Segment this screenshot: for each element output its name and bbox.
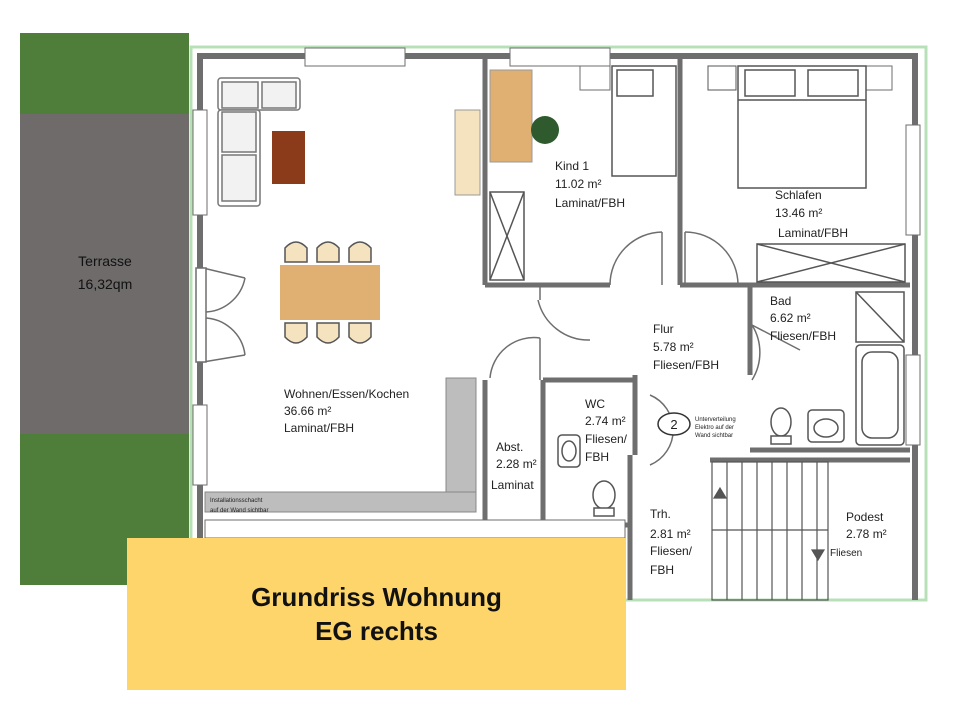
terrace-doors [195,267,246,363]
bathtub [855,344,905,446]
stair-floor-1: Fliesen/ [650,544,693,558]
stair-name: Trh. [650,507,671,521]
stair-area: 2.81 m² [650,527,691,541]
bedroom-floor: Laminat/FBH [778,226,848,240]
bath-sink [807,409,845,443]
child-floor: Laminat/FBH [555,196,625,210]
wc-floor-2: FBH [585,450,609,464]
terrace-area [20,114,189,434]
storage-name: Abst. [496,440,523,454]
sofa [217,77,301,207]
distribution-note-3: Wand sichtbar [695,433,733,439]
kitchen-counter [204,519,626,539]
staircase [711,461,829,601]
interior-walls [482,56,910,600]
hall-floor: Fliesen/FBH [653,358,719,372]
windows [192,47,921,486]
wc-sink [557,434,581,468]
child-area: 11.02 m² [555,177,601,191]
landing-name: Podest [846,510,884,524]
installation-note-1: Installationsschacht [210,498,263,504]
shower [855,291,905,343]
living-area: 36.66 m² [284,404,331,418]
label-landing: Podest 2.78 m² Fliesen [830,510,887,559]
shaft-horizontal [204,491,477,513]
label-hall: Flur 5.78 m² Fliesen/FBH [653,322,719,372]
title-line-2: EG rechts [315,616,438,646]
child-name: Kind 1 [555,159,589,173]
shelf [454,109,481,196]
living-floor: Laminat/FBH [284,421,354,435]
marker-number: 2 [670,417,677,432]
label-stair: Trh. 2.81 m² Fliesen/ FBH [650,507,693,577]
label-bath: Bad 6.62 m² Fliesen/FBH [770,294,836,343]
coffee-table [272,131,305,184]
bedroom-area: 13.46 m² [775,206,822,220]
hall-name: Flur [653,322,674,336]
title-box: Grundriss Wohnung EG rechts [127,538,626,690]
distribution-note-1: Unterverteilung [695,417,736,423]
installation-note-2: auf der Wand sichtbar [210,508,268,514]
label-bedroom: Schlafen 13.46 m² Laminat/FBH [775,188,848,240]
bath-area: 6.62 m² [770,311,811,325]
bedroom-wardrobe [756,243,906,283]
title-line-1: Grundriss Wohnung [251,582,502,612]
wc-name: WC [585,397,605,411]
stair-floor-2: FBH [650,563,674,577]
child-wardrobe [489,191,525,281]
living-name: Wohnen/Essen/Kochen [284,387,409,401]
bath-toilet [770,407,792,445]
wc-area: 2.74 m² [585,414,626,428]
dining-chairs [284,241,372,344]
landing-floor: Fliesen [830,548,862,559]
nightstand-left [707,65,737,91]
label-storage: Abst. 2.28 m² Laminat [491,440,537,492]
shaft-vertical [445,377,477,493]
terrace-area-label: 16,32qm [78,276,132,292]
terrace-label: Terrasse [78,253,132,269]
bedroom-name: Schlafen [775,188,822,202]
hall-area: 5.78 m² [653,340,694,354]
storage-floor: Laminat [491,478,534,492]
label-child: Kind 1 11.02 m² Laminat/FBH [555,159,625,210]
dining-table [280,265,380,320]
desk [489,69,533,163]
landing-area: 2.78 m² [846,527,887,541]
bath-name: Bad [770,294,791,308]
label-living: Wohnen/Essen/Kochen 36.66 m² Laminat/FBH [284,387,409,435]
double-bed [737,65,867,189]
distribution-marker [657,412,691,436]
garden-top [20,33,189,114]
bath-floor: Fliesen/FBH [770,329,836,343]
wc-toilet [592,480,616,517]
label-wc: WC 2.74 m² Fliesen/ FBH [585,397,628,464]
child-bed [611,65,677,177]
wc-floor-1: Fliesen/ [585,432,628,446]
distribution-note-2: Elektro auf der [695,425,734,431]
desk-chair [531,116,559,144]
storage-area: 2.28 m² [496,457,537,471]
